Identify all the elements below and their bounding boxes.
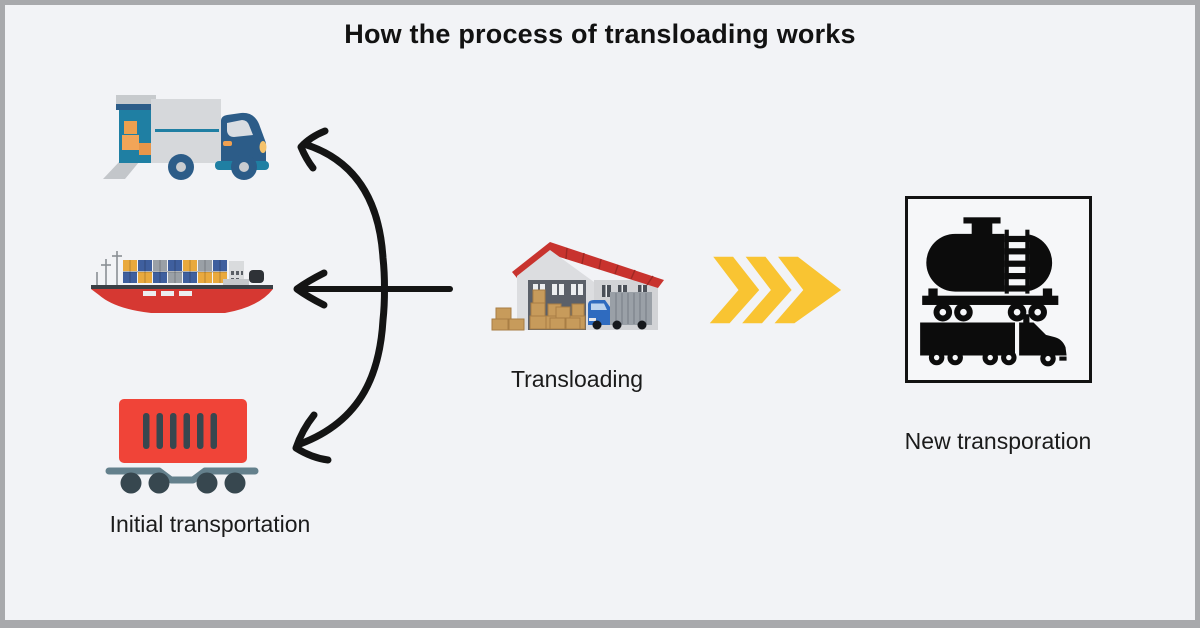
- page-title: How the process of transloading works: [344, 19, 856, 49]
- rail-container-icon: [105, 399, 259, 494]
- cargo-ship-icon: [91, 251, 273, 313]
- initial-transportation-label: Initial transportation: [109, 511, 311, 537]
- warehouse-icon: [491, 242, 664, 331]
- tanker-railcar-and-semi-truck-icon: [920, 217, 1067, 367]
- new-transport-frame: [905, 196, 1092, 383]
- delivery-truck-icon: [103, 95, 269, 180]
- hand-drawn-branching-arrows-icon: [292, 127, 453, 464]
- new-transportation-label: New transporation: [904, 428, 1092, 454]
- triple-chevron-right-icon: [709, 256, 842, 324]
- transloading-label: Transloading: [510, 366, 644, 392]
